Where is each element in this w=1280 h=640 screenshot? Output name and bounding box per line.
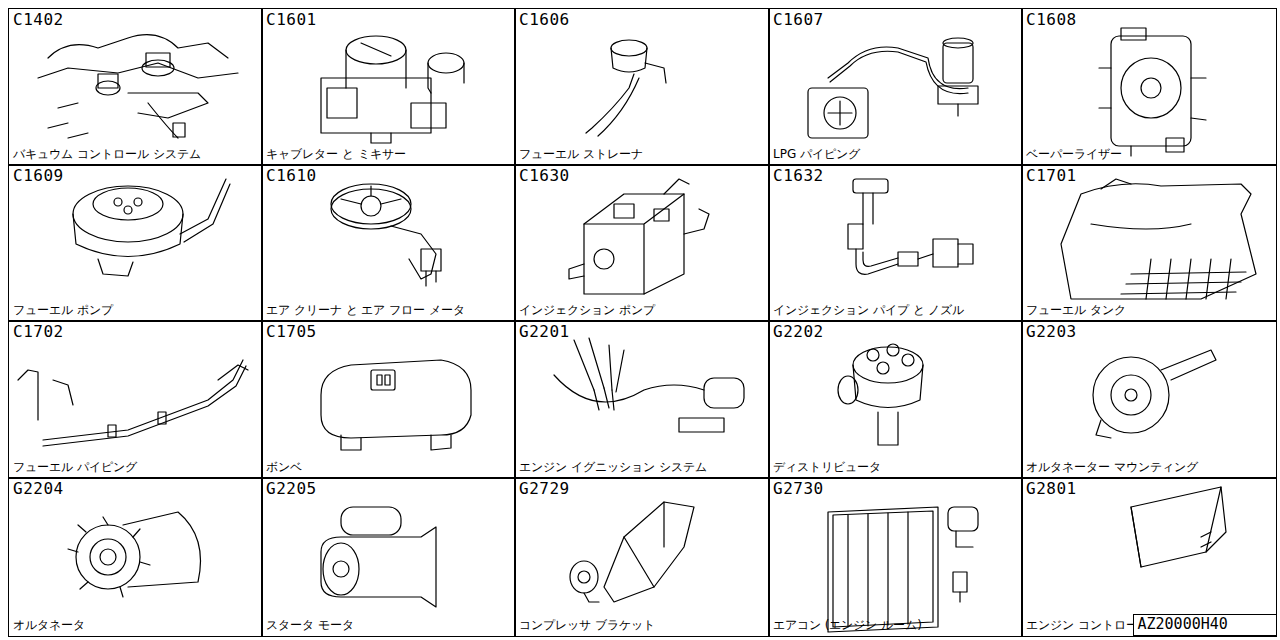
vaporizer-illustration xyxy=(1099,28,1206,156)
vacuum-control-illustration xyxy=(38,35,238,138)
part-group-name: エアコン (エンジン ルーム) xyxy=(773,617,1018,633)
catalog-cell: C1610 エア クリーナ と エア フロー メータ xyxy=(261,164,516,322)
section-code: C1607 xyxy=(773,11,1018,29)
catalog-cell: G2730 エアコン (エンジン ルーム) xyxy=(768,477,1023,637)
fuel-tank-illustration xyxy=(1061,179,1256,299)
part-group-name: コンプレッサ ブラケット xyxy=(519,617,765,633)
sheet-number-box: AZ20000H40 xyxy=(1133,614,1277,636)
section-code: C1610 xyxy=(266,167,511,185)
injection-nozzle-illustration xyxy=(848,179,973,274)
part-group-name: フューエル ストレーナ xyxy=(519,146,765,162)
catalog-cell: C1701 フューエル タンク xyxy=(1021,164,1277,322)
section-code: C1606 xyxy=(519,11,765,29)
catalog-cell: C1606 フューエル ストレーナ xyxy=(514,8,770,166)
catalog-cell: G2204 オルタネータ xyxy=(8,477,263,637)
part-group-name: フューエル パイピング xyxy=(13,459,258,475)
catalog-cell: C1601 キャブレター と ミキサー xyxy=(261,8,516,166)
starter-motor-illustration xyxy=(321,507,436,607)
part-group-name: LPG パイピング xyxy=(773,146,1018,162)
catalog-cell: C1632 インジェクション パイプ と ノズル xyxy=(768,164,1023,322)
sheet-number: AZ20000H40 xyxy=(1138,615,1228,633)
section-code: G2202 xyxy=(773,323,1018,341)
alternator-illustration xyxy=(68,512,201,597)
compressor-bracket-illustration xyxy=(570,502,694,602)
catalog-cell: C1402 バキュウム コントロール システム xyxy=(8,8,263,166)
part-group-name: キャブレター と ミキサー xyxy=(266,146,511,162)
section-code: G2204 xyxy=(13,480,258,498)
section-code: G2203 xyxy=(1026,323,1272,341)
injection-pump-illustration xyxy=(569,179,709,294)
part-group-name: スタータ モータ xyxy=(266,617,511,633)
part-group-name: フューエル タンク xyxy=(1026,302,1272,318)
part-group-name: インジェクション パイプ と ノズル xyxy=(773,302,1018,318)
catalog-cell: C1630 インジェクション ポンプ xyxy=(514,164,770,322)
part-group-name: フューエル ポンプ xyxy=(13,302,258,318)
section-code: C1702 xyxy=(13,323,258,341)
condenser-illustration xyxy=(828,507,978,632)
section-code: G2205 xyxy=(266,480,511,498)
catalog-cell: C1608 ベーパーライザー xyxy=(1021,8,1277,166)
part-group-name: エア クリーナ と エア フロー メータ xyxy=(266,302,511,318)
part-group-name: オルタネーター マウンティング xyxy=(1026,459,1272,475)
catalog-cell: G2202 ディストリビュータ xyxy=(768,320,1023,479)
catalog-cell: G2801エンジン コントロール ユニット xyxy=(1021,477,1277,637)
catalog-cell: G2729 コンプレッサ ブラケット xyxy=(514,477,770,637)
lpg-cylinder-illustration xyxy=(321,360,471,450)
section-code: C1630 xyxy=(519,167,765,185)
ecu-illustration xyxy=(1131,487,1226,567)
section-code: C1701 xyxy=(1026,167,1272,185)
lpg-piping-illustration xyxy=(808,38,978,138)
section-code: G2201 xyxy=(519,323,765,341)
section-code: C1608 xyxy=(1026,11,1272,29)
part-group-name: オルタネータ xyxy=(13,617,258,633)
catalog-cell: G2201 エンジン イグニッション システム xyxy=(514,320,770,479)
part-group-name: インジェクション ポンプ xyxy=(519,302,765,318)
section-code: G2730 xyxy=(773,480,1018,498)
ignition-system-illustration xyxy=(554,338,744,432)
catalog-cell: G2203 オルタネーター マウンティング xyxy=(1021,320,1277,479)
section-code: G2801 xyxy=(1026,480,1272,498)
part-group-name: ディストリビュータ xyxy=(773,459,1018,475)
catalog-cell: C1607LPG パイピング xyxy=(768,8,1023,166)
distributor-illustration xyxy=(838,344,923,445)
fuel-pump-illustration xyxy=(73,179,230,276)
catalog-cell: C1609 フューエル ポンプ xyxy=(8,164,263,322)
catalog-cell: C1702 フューエル パイピング xyxy=(8,320,263,479)
part-group-name: エンジン イグニッション システム xyxy=(519,459,765,475)
section-code: C1609 xyxy=(13,167,258,185)
part-group-name: バキュウム コントロール システム xyxy=(13,146,258,162)
fuel-piping-illustration xyxy=(18,360,248,446)
alternator-mounting-illustration xyxy=(1093,350,1216,438)
air-cleaner-illustration xyxy=(331,184,441,286)
section-code: C1632 xyxy=(773,167,1018,185)
section-code: C1601 xyxy=(266,11,511,29)
section-code: C1705 xyxy=(266,323,511,341)
part-group-name: ボンベ xyxy=(266,459,511,475)
part-group-name: ベーパーライザー xyxy=(1026,146,1272,162)
carburetor-illustration xyxy=(321,36,464,143)
fuel-strainer-illustration xyxy=(586,40,666,136)
section-code: C1402 xyxy=(13,11,258,29)
catalog-cell: G2205 スタータ モータ xyxy=(261,477,516,637)
catalog-cell: C1705 ボンベ xyxy=(261,320,516,479)
section-code: G2729 xyxy=(519,480,765,498)
